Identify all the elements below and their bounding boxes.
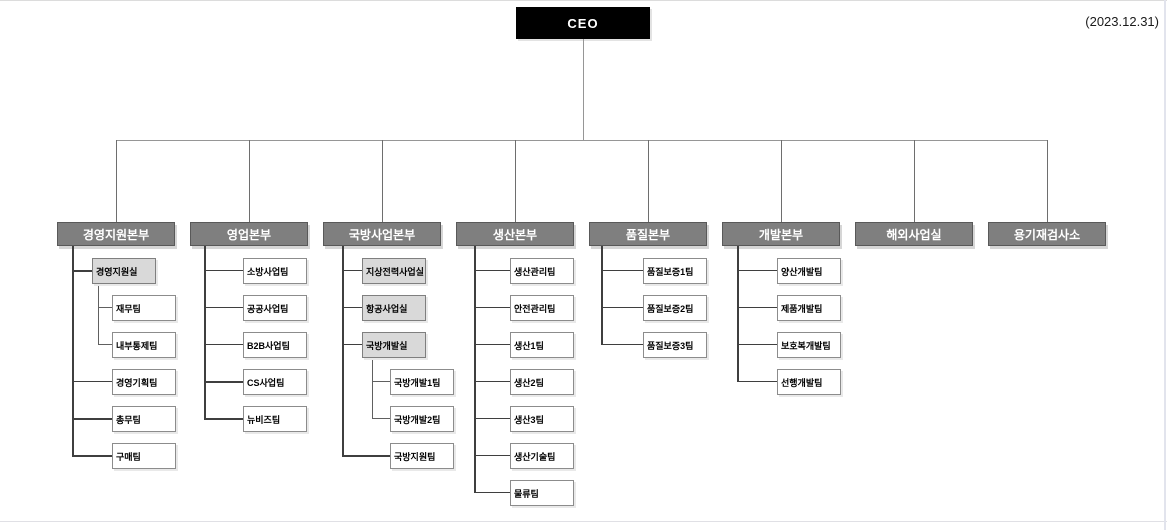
connector-trunk [601,246,603,345]
connector-stub [206,381,243,383]
connector-stub [74,381,112,382]
connector-stub [603,270,643,271]
office-node: 국방개발실 [362,332,426,358]
team-node: 선행개발팀 [777,369,841,395]
connector-stub [476,455,510,456]
team-node: 품질보증2팀 [643,295,707,321]
connector-stub [373,418,390,419]
connector-stub [344,307,362,308]
connector-dept-drop [515,140,516,222]
connector-stub [739,270,777,271]
team-node: 안전관리팀 [510,295,574,321]
connector-trunk [737,246,739,382]
connector-dept-drop [382,140,383,222]
connector-stub [739,381,777,382]
connector-dept-drop [781,140,782,222]
team-node: 생산3팀 [510,406,574,432]
connector-stub [99,307,112,308]
team-node: 양산개발팀 [777,258,841,284]
connector-stub [476,381,510,382]
connector-dept-drop [249,140,250,222]
connector-dept-drop [914,140,915,222]
team-node: 생산2팀 [510,369,574,395]
page-bottom-border [0,521,1167,522]
team-node: 경영기획팀 [112,369,176,395]
connector-stub [344,270,362,271]
connector-stub [74,270,92,272]
connector-trunk [342,246,344,457]
connector-stub [603,307,643,308]
connector-distribution-line [116,140,1048,141]
connector-stub [739,344,777,345]
page-right-border [1164,0,1166,530]
connector-stub [74,455,112,457]
connector-stub [603,344,643,345]
team-node: 소방사업팀 [243,258,307,284]
team-node: 구매팀 [112,443,176,469]
ceo-node: CEO [516,7,650,39]
connector-trunk [72,246,74,457]
date-label: (2023.12.31) [1085,14,1159,29]
office-node: 경영지원실 [92,258,156,284]
team-node: B2B사업팀 [243,332,307,358]
connector-stub [99,344,112,345]
connector-stub [206,418,243,420]
team-node: 생산기술팀 [510,443,574,469]
connector-dept-drop [116,140,117,222]
connector-stub [344,344,362,345]
connector-ceo-drop [583,39,584,140]
connector-stub [206,344,243,345]
connector-stub [373,381,390,382]
dept-node-sales: 영업본부 [190,222,308,246]
team-node: 국방개발2팀 [390,406,454,432]
team-node: 보호복개발팀 [777,332,841,358]
connector-subtrunk [98,284,99,345]
connector-stub [476,418,510,419]
team-node: 생산1팀 [510,332,574,358]
team-node: 품질보증3팀 [643,332,707,358]
connector-trunk [474,246,476,493]
connector-trunk [204,246,206,420]
connector-dept-drop [648,140,649,222]
dept-node-production: 생산본부 [456,222,574,246]
connector-stub [344,455,390,457]
connector-stub [476,270,510,271]
connector-stub [206,307,243,308]
team-node: CS사업팀 [243,369,307,395]
connector-subtrunk [372,358,373,419]
connector-stub [739,307,777,308]
team-node: 총무팀 [112,406,176,432]
dept-node-container-reinspection: 용기재검사소 [988,222,1106,246]
connector-stub [476,307,510,308]
connector-stub [74,418,112,420]
dept-node-defense-business: 국방사업본부 [323,222,441,246]
team-node: 생산관리팀 [510,258,574,284]
dept-node-management-support: 경영지원본부 [57,222,175,246]
team-node: 물류팀 [510,480,574,506]
dept-node-quality: 품질본부 [589,222,707,246]
dept-node-development: 개발본부 [722,222,840,246]
team-node: 국방개발1팀 [390,369,454,395]
office-node: 항공사업실 [362,295,426,321]
page-top-border [0,0,1167,1]
connector-stub [476,492,510,493]
team-node: 뉴비즈팀 [243,406,307,432]
team-node: 제품개발팀 [777,295,841,321]
dept-node-overseas-business: 해외사업실 [855,222,973,246]
team-node: 품질보증1팀 [643,258,707,284]
team-node: 공공사업팀 [243,295,307,321]
connector-dept-drop [1047,140,1048,222]
connector-stub [206,270,243,271]
team-node: 내부통제팀 [112,332,176,358]
team-node: 재무팀 [112,295,176,321]
connector-stub [476,344,510,345]
office-node: 지상전력사업실 [362,258,426,284]
team-node: 국방지원팀 [390,443,454,469]
